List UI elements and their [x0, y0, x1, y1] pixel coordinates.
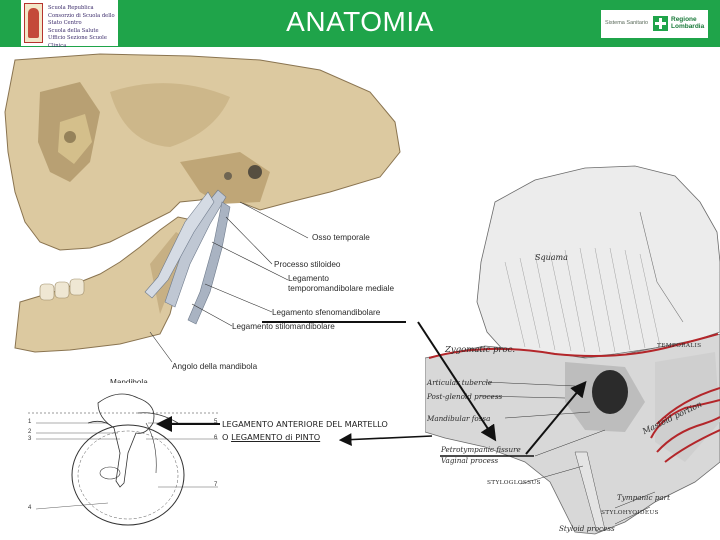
- label-styloglossus: STYLOGLOSSUS: [487, 480, 541, 486]
- label-petrotympanic-fissure: Petrotympanic fissure: [441, 445, 521, 454]
- ear-ossicles-diagram: 1 2 3 4 5 6 7: [28, 383, 220, 528]
- ear-label-number: 1: [28, 419, 32, 425]
- ear-label-number: 6: [214, 435, 218, 441]
- label-stylohyoideus: STYLOHYOIDEUS: [601, 510, 659, 516]
- label-processo-stiloideo: Processo stiloideo: [274, 260, 341, 269]
- ossicles-drawing: [28, 393, 220, 526]
- header-bar: Scuola Republica Consorzio di Scuola del…: [0, 0, 720, 49]
- sistema-sanitario-text: Sistema Sanitario: [605, 20, 649, 26]
- logo-line: Ufficio Sezione Scuole Clinica: [48, 35, 107, 49]
- label-zygomatic-proc: Zygomatic proc.: [445, 345, 516, 355]
- temporal-bone-illustration: Squama Zygomatic proc. TEMPORALIS Mastoi…: [425, 162, 720, 540]
- regione-text: Regione Lombardia: [671, 16, 705, 30]
- ear-label-number: 3: [28, 436, 32, 442]
- emblem-icon: [24, 3, 43, 43]
- label-post-glenoid: Post-glenoid process: [427, 392, 503, 401]
- ear-label-number: 7: [214, 482, 218, 488]
- ear-label-number: 5: [214, 419, 218, 425]
- ear-label-number: 4: [28, 505, 32, 511]
- label-styloid-process: Styloid process: [559, 524, 615, 533]
- label-legamento-tm: Legamento: [288, 274, 329, 283]
- lombardia-rose-icon: [653, 16, 668, 31]
- label-legamento-stilomandibolare: Legamento stilomandibolare: [232, 322, 335, 331]
- ministry-logo-text: Scuola Republica Consorzio di Scuola del…: [48, 5, 118, 51]
- caption-line1: LEGAMENTO ANTERIORE DEL MARTELLO: [222, 419, 388, 429]
- ministry-logo: Scuola Republica Consorzio di Scuola del…: [21, 0, 118, 49]
- logo-line: Scuola Republica: [48, 5, 94, 11]
- caption-line2: O LEGAMENTO di PINTO: [222, 432, 321, 442]
- label-mandibular-fossa: Mandibular fossa: [427, 414, 491, 423]
- logo-line: Consorzio di Scuola dello Stato Centro: [48, 12, 115, 27]
- logo-line: Scuola della Salute: [48, 27, 99, 34]
- label-articular-tubercle: Articular tubercle: [427, 378, 493, 387]
- label-legamento-sfenomandibolare: Legamento sfenomandibolare: [272, 308, 381, 317]
- slide-title: ANATOMIA: [286, 6, 434, 37]
- label-temporomandibolare: temporomandibolare mediale: [288, 284, 395, 293]
- label-osso-temporale: Osso temporale: [312, 233, 370, 242]
- label-mandibola: Mandibola: [110, 378, 148, 387]
- label-tympanic-part: Tympanic part: [617, 493, 671, 502]
- caption-legamento-martello: LEGAMENTO ANTERIORE DEL MARTELLO O LEGAM…: [222, 418, 388, 444]
- ear-label-number: 2: [28, 429, 32, 435]
- skull-drawing: [4, 53, 401, 363]
- caption-link-pinto[interactable]: LEGAMENTO di PINTO: [231, 432, 321, 442]
- label-angolo-mandibola: Angolo della mandibola: [172, 362, 258, 371]
- label-vaginal-process: Vaginal process: [441, 456, 499, 465]
- label-temporalis: TEMPORALIS: [657, 343, 702, 349]
- skull-ligaments-illustration: Osso temporale Processo stiloideo Legame…: [0, 52, 430, 388]
- label-squama: Squama: [535, 253, 568, 262]
- regione-lombardia-logo: Sistema Sanitario Regione Lombardia: [601, 10, 708, 38]
